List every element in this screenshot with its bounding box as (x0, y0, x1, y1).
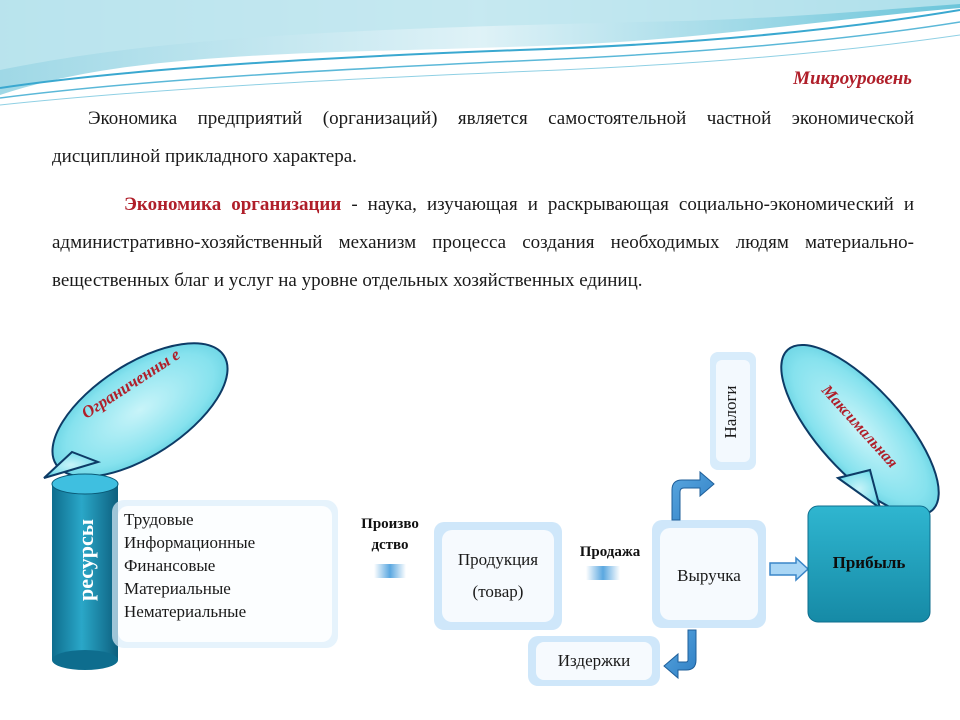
definition-text: - наука, изучающая и раскрывающая социал… (52, 194, 914, 291)
taxes-arrow (671, 470, 715, 521)
profit-box (807, 505, 931, 623)
profit-label: Прибыль (832, 553, 906, 572)
term-organization-economics: Экономика организации (124, 194, 342, 215)
resource-type-information: Информационные (124, 533, 256, 552)
maximal-callout (780, 343, 940, 517)
profit-arrow (769, 556, 810, 582)
resource-type-intangible: Нематериальные (124, 602, 247, 621)
costs-label: Издержки (557, 651, 631, 670)
product-label-line2: (товар) (472, 582, 524, 601)
paragraph-definition-organization-economics: Экономика организации - наука, изучающая… (52, 186, 914, 300)
revenue-label: Выручка (677, 566, 741, 585)
resource-type-financial: Финансовые (124, 556, 216, 575)
paragraph-definition-enterprise-economics: Экономика предприятий (организаций) явля… (52, 108, 914, 167)
costs-arrow (663, 629, 697, 680)
resource-types-list: Трудовые Информационные Финансовые Матер… (124, 508, 334, 623)
production-label: Произво дство (361, 516, 419, 553)
sale-label: Продажа (579, 544, 641, 560)
product-label-line1: Продукция (457, 550, 539, 569)
resources-cylinder (51, 473, 119, 670)
resources-label: ресурсы (73, 519, 98, 601)
header-wave-decoration (0, 0, 960, 106)
limited-callout (43, 342, 229, 479)
sale-arrow (586, 566, 620, 580)
resource-type-labor: Трудовые (124, 510, 194, 529)
resource-type-material: Материальные (124, 579, 231, 598)
production-arrow (374, 564, 406, 578)
taxes-label: Налоги (721, 385, 740, 439)
section-subtitle: Микроуровень (793, 68, 912, 89)
